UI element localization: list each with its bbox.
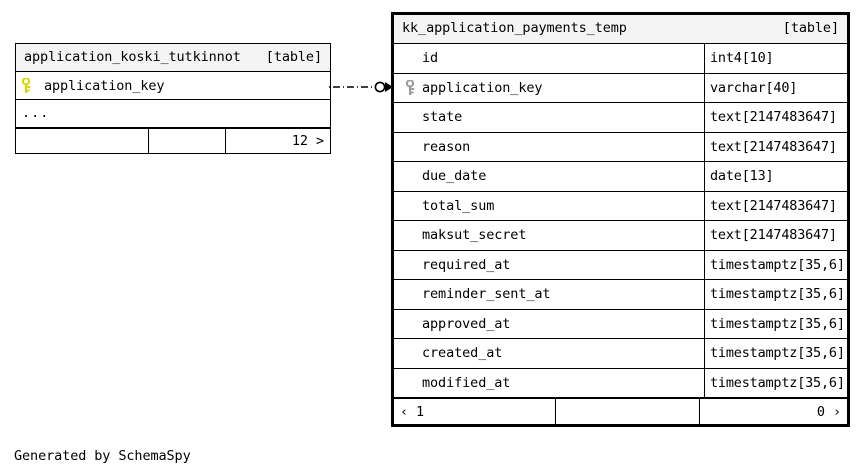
table-row[interactable]: application_key bbox=[16, 72, 330, 100]
table-row[interactable]: application_key varchar[40] bbox=[394, 73, 847, 103]
column-type: text[2147483647] bbox=[704, 132, 847, 161]
column-name: maksut_secret bbox=[422, 227, 527, 244]
table-row[interactable]: modified_at timestamptz[35,6] bbox=[394, 368, 847, 398]
column-type: timestamptz[35,6] bbox=[704, 280, 847, 309]
table-footer: 12 > bbox=[16, 128, 330, 153]
column-name: id bbox=[422, 50, 439, 67]
column-name: state bbox=[422, 109, 463, 126]
table-title: kk_application_payments_temp bbox=[402, 20, 627, 37]
primary-key-icon bbox=[16, 72, 38, 99]
primary-key-icon bbox=[400, 79, 422, 96]
column-name: reason bbox=[422, 138, 471, 155]
column-type: timestamptz[35,6] bbox=[704, 368, 847, 397]
column-type: text[2147483647] bbox=[704, 191, 847, 220]
column-name: approved_at bbox=[422, 315, 511, 332]
footer-prev-cell[interactable]: ‹ 1 bbox=[400, 403, 425, 420]
column-type: text[2147483647] bbox=[704, 103, 847, 132]
column-type: varchar[40] bbox=[704, 73, 847, 102]
table-row[interactable]: created_at timestamptz[35,6] bbox=[394, 339, 847, 369]
column-type: int4[10] bbox=[704, 44, 847, 73]
table-row[interactable]: reason text[2147483647] bbox=[394, 132, 847, 162]
column-type: text[2147483647] bbox=[704, 221, 847, 250]
table-header: kk_application_payments_temp [table] bbox=[394, 15, 847, 44]
table-kind-label: [table] bbox=[265, 48, 322, 65]
table-row[interactable]: maksut_secret text[2147483647] bbox=[394, 221, 847, 251]
table-row[interactable]: total_sum text[2147483647] bbox=[394, 191, 847, 221]
table-row[interactable]: approved_at timestamptz[35,6] bbox=[394, 309, 847, 339]
column-type: timestamptz[35,6] bbox=[704, 339, 847, 368]
column-type: date[13] bbox=[704, 162, 847, 191]
column-name: reminder_sent_at bbox=[422, 286, 551, 303]
relationship-arrow-endpoint bbox=[385, 82, 393, 92]
ellipsis-label: ... bbox=[22, 105, 50, 121]
column-name: application_key bbox=[422, 79, 543, 96]
footer-next-cell[interactable]: 12 > bbox=[225, 129, 330, 153]
table-header: application_koski_tutkinnot [table] bbox=[16, 44, 330, 72]
erd-table-application-koski-tutkinnot[interactable]: application_koski_tutkinnot [table] appl… bbox=[15, 43, 331, 154]
table-row[interactable]: state text[2147483647] bbox=[394, 103, 847, 133]
footer-prev-cell[interactable] bbox=[16, 129, 148, 153]
table-footer: ‹ 1 0 › bbox=[394, 398, 847, 424]
table-title: application_koski_tutkinnot bbox=[24, 48, 241, 65]
relationship-circle-endpoint bbox=[374, 81, 386, 93]
footer-next-cell[interactable]: 0 › bbox=[699, 399, 847, 424]
table-kind-label: [table] bbox=[782, 20, 839, 37]
column-name: application_key bbox=[44, 77, 165, 94]
generated-by-caption: Generated by SchemaSpy bbox=[14, 448, 191, 464]
table-row-ellipsis: ... bbox=[16, 100, 330, 128]
column-name: due_date bbox=[422, 168, 487, 185]
table-row[interactable]: id int4[10] bbox=[394, 44, 847, 74]
column-name: modified_at bbox=[422, 374, 511, 391]
table-row[interactable]: required_at timestamptz[35,6] bbox=[394, 250, 847, 280]
table-row[interactable]: due_date date[13] bbox=[394, 162, 847, 192]
relationship-connector bbox=[329, 76, 395, 98]
column-type: timestamptz[35,6] bbox=[704, 250, 847, 279]
column-name: created_at bbox=[422, 345, 503, 362]
column-name: required_at bbox=[422, 256, 511, 273]
footer-mid-cell bbox=[148, 129, 225, 153]
column-type: timestamptz[35,6] bbox=[704, 309, 847, 338]
table-row[interactable]: reminder_sent_at timestamptz[35,6] bbox=[394, 280, 847, 310]
column-name: total_sum bbox=[422, 197, 495, 214]
erd-table-kk-application-payments-temp[interactable]: kk_application_payments_temp [table] id … bbox=[391, 12, 850, 427]
footer-mid-cell bbox=[555, 399, 699, 424]
